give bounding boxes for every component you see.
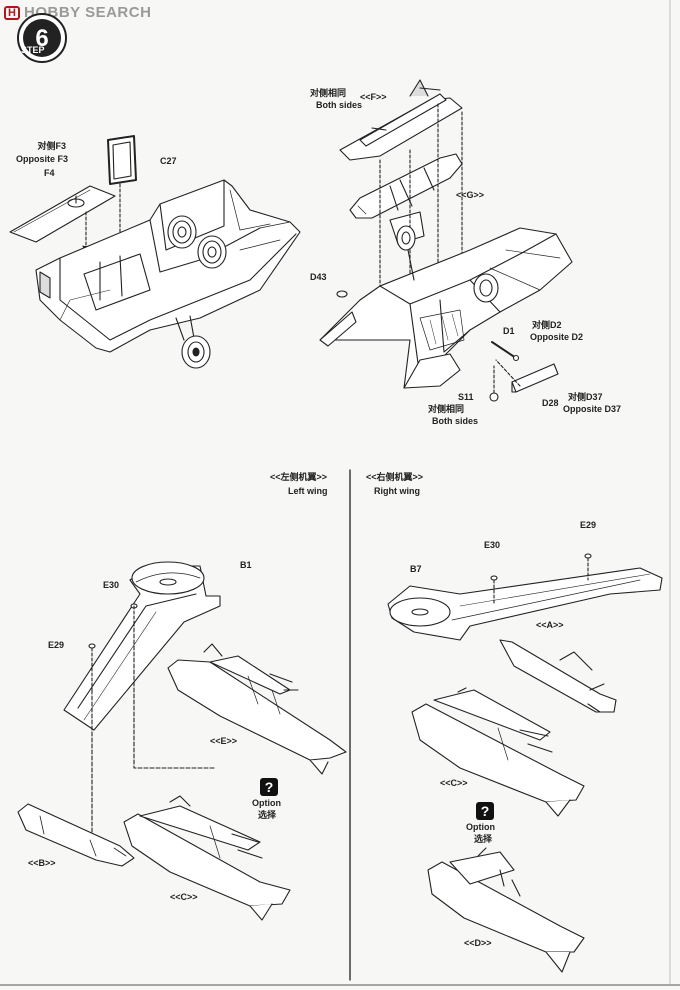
label-s11-both-en: Both sides	[432, 416, 479, 426]
left-wing-assembly	[17, 561, 347, 921]
right-wing-title-cn: <<右侧机翼>>	[366, 472, 424, 482]
watermark-brand-text: HOBBY SEARCH	[24, 4, 152, 21]
step-badge: 6	[17, 13, 67, 63]
left-option-icon: ?	[260, 778, 278, 796]
step-label: STEP	[21, 45, 45, 55]
right-wing-title-en: Right wing	[374, 486, 420, 496]
label-d1: D1	[503, 326, 515, 336]
label-f-ref: <<F>>	[360, 92, 387, 102]
right-option-cn: 选择	[474, 834, 493, 844]
left-option-en: Option	[252, 798, 281, 808]
label-f4: F4	[44, 168, 55, 178]
label-d43: D43	[310, 272, 327, 282]
label-right-c-ref: <<C>>	[440, 778, 468, 788]
right-option-en: Option	[466, 822, 495, 832]
label-d-ref: <<D>>	[464, 938, 492, 948]
left-wing-title-cn: <<左侧机翼>>	[270, 472, 328, 482]
label-left-e29: E29	[48, 640, 65, 650]
label-right-e29: E29	[580, 520, 597, 530]
label-g-ref: <<G>>	[456, 190, 485, 200]
fuselage-upper-assembly	[319, 79, 573, 402]
label-left-c-ref: <<C>>	[170, 892, 198, 902]
label-f3-cn: 对侧F3	[37, 141, 66, 151]
label-s11-both-cn: 对侧相同	[428, 404, 465, 414]
hobby-search-watermark: H HOBBY SEARCH	[4, 4, 151, 21]
label-d28: D28	[542, 398, 559, 408]
label-c27: C27	[160, 156, 177, 166]
left-option-cn: 选择	[258, 810, 277, 820]
label-a-ref: <<A>>	[536, 620, 564, 630]
label-right-e30: E30	[484, 540, 501, 550]
right-option-icon: ?	[476, 802, 494, 820]
step-number: 6	[35, 25, 48, 52]
label-f-both-en: Both sides	[316, 100, 363, 110]
right-wing-assembly	[387, 553, 663, 973]
label-d2-cn: 对侧D2	[532, 320, 562, 330]
label-e-ref: <<E>>	[210, 736, 238, 746]
hobby-search-logo-icon: H	[4, 5, 20, 20]
label-d2-en: Opposite D2	[530, 332, 584, 342]
label-d37-cn: 对侧D37	[568, 392, 603, 402]
label-b1: B1	[240, 560, 252, 570]
label-left-e30: E30	[103, 580, 120, 590]
fuselage-lower-assembly	[9, 135, 301, 369]
label-d37-en: Opposite D37	[563, 404, 622, 414]
label-b-ref: <<B>>	[28, 858, 56, 868]
label-s11: S11	[458, 392, 474, 402]
left-wing-title-en: Left wing	[288, 486, 328, 496]
label-f3-en: Opposite F3	[16, 154, 69, 164]
label-f-both-cn: 对侧相同	[310, 88, 347, 98]
label-b7: B7	[410, 564, 422, 574]
